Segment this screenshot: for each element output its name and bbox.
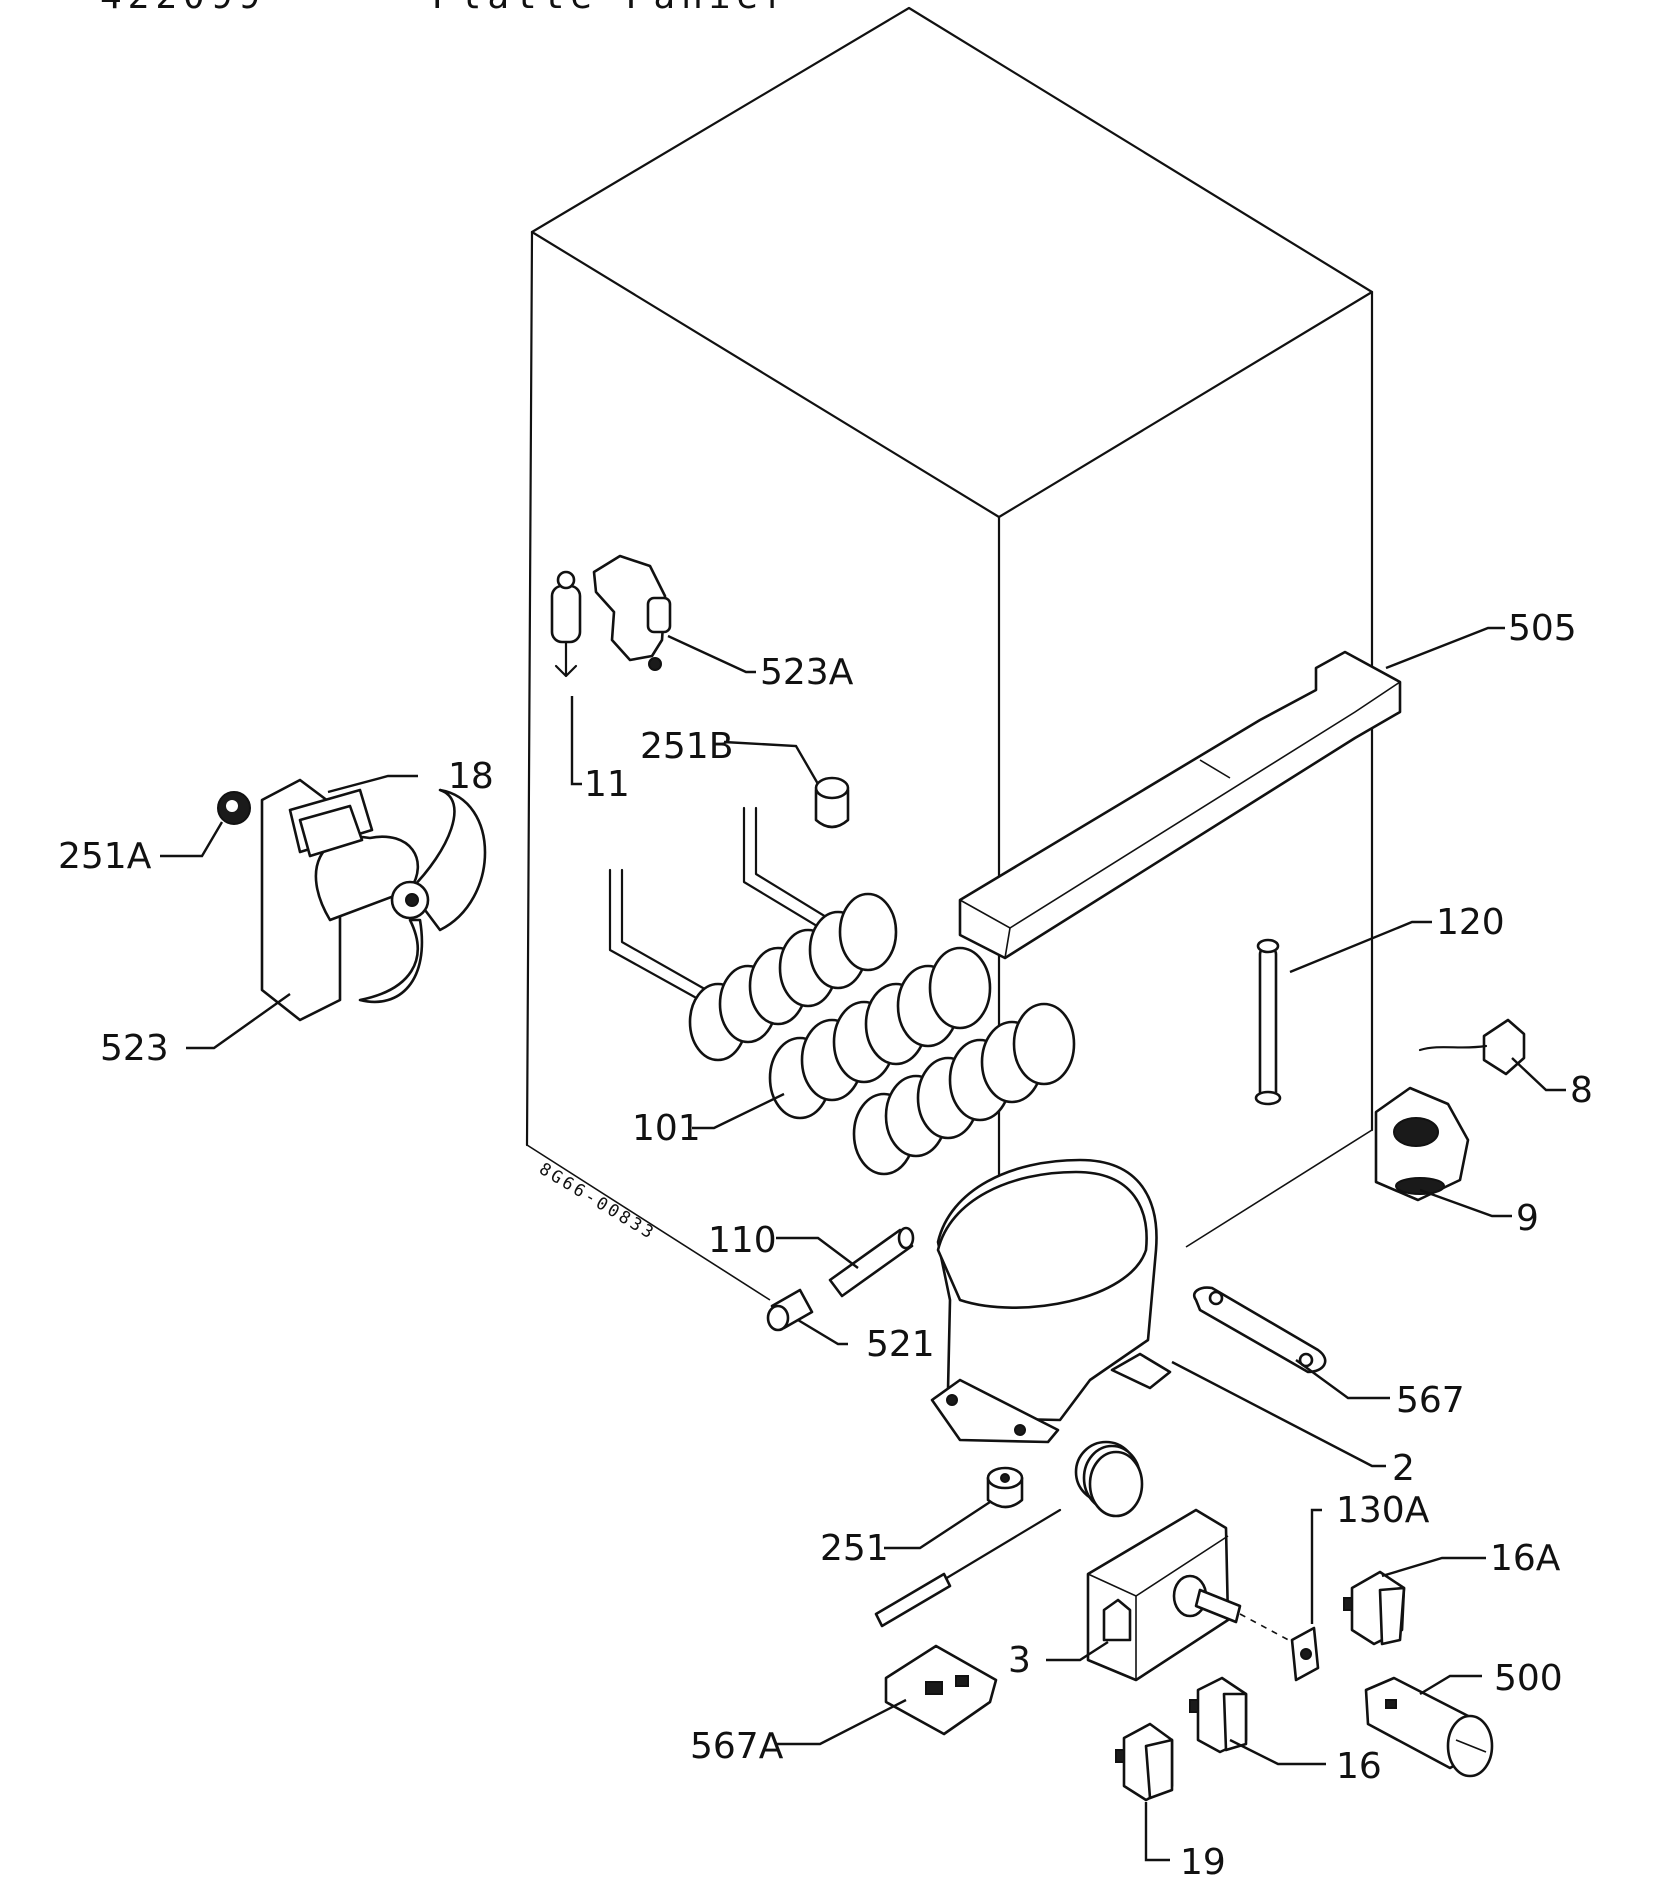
- pin-part-120: [1254, 938, 1282, 1106]
- label-3: 3: [1008, 1640, 1031, 1681]
- bracket-part-523A: [592, 554, 672, 671]
- overload-part-8: [1418, 1018, 1526, 1076]
- label-567A: 567A: [690, 1726, 784, 1767]
- label-523A: 523A: [760, 652, 854, 693]
- label-521: 521: [866, 1324, 935, 1365]
- label-8: 8: [1570, 1070, 1593, 1111]
- fan-assembly-part-523: [260, 778, 487, 1022]
- label-110: 110: [708, 1220, 777, 1261]
- switch-part-19: [1115, 1722, 1174, 1802]
- label-11: 11: [584, 764, 630, 805]
- grommet-part-251B: [814, 776, 850, 829]
- label-130A: 130A: [1336, 1490, 1430, 1531]
- label-523: 523: [100, 1028, 169, 1069]
- leader-lines: [160, 626, 1566, 1862]
- grommet-part-251: [986, 1466, 1024, 1509]
- label-18: 18: [448, 756, 494, 797]
- label-16A: 16A: [1490, 1538, 1561, 1579]
- fan-bushing-part-18: [298, 804, 364, 858]
- label-101: 101: [632, 1108, 701, 1149]
- knob-part-500: [1364, 1676, 1494, 1778]
- bracket-part-567: [1192, 1286, 1327, 1374]
- label-251: 251: [820, 1528, 889, 1569]
- header-title: Platte Panier: [432, 0, 792, 17]
- coil-row-2: [768, 946, 992, 1120]
- coil-row-3: [852, 1002, 1076, 1176]
- board-part-567A: [884, 1644, 998, 1736]
- rail-part-505: [958, 650, 1402, 960]
- sensor-part-11: [550, 570, 582, 678]
- compressor-part-2: [930, 1158, 1172, 1444]
- relay-part-9: [1374, 1086, 1470, 1202]
- header-model-number: 422099: [100, 0, 266, 17]
- grommet-part-251A: [217, 791, 251, 825]
- label-500: 500: [1494, 1658, 1563, 1699]
- plug-part-521: [766, 1288, 814, 1332]
- label-19: 19: [1180, 1842, 1226, 1883]
- thermostat-part-3: [874, 1440, 1297, 1682]
- label-567: 567: [1396, 1380, 1465, 1421]
- label-16: 16: [1336, 1746, 1382, 1787]
- condenser-coil-part-101: [608, 806, 1076, 1176]
- tube-part-110: [828, 1226, 915, 1298]
- label-120: 120: [1436, 902, 1505, 943]
- switch-part-16: [1189, 1676, 1248, 1754]
- switch-part-16A: [1343, 1570, 1406, 1646]
- label-2: 2: [1392, 1448, 1415, 1489]
- label-251B: 251B: [640, 726, 733, 767]
- cabinet-outline: [525, 6, 1374, 1301]
- label-9: 9: [1516, 1198, 1539, 1239]
- plate-part-130A: [1290, 1626, 1320, 1682]
- label-505: 505: [1508, 608, 1577, 649]
- label-251A: 251A: [58, 836, 152, 877]
- coil-row-1: [688, 892, 898, 1062]
- serial-stamp: 8G66-00833: [535, 1159, 659, 1244]
- part-labels: 505 523A 251B 11 18 251A 523 120 101 8 9…: [58, 608, 1593, 1883]
